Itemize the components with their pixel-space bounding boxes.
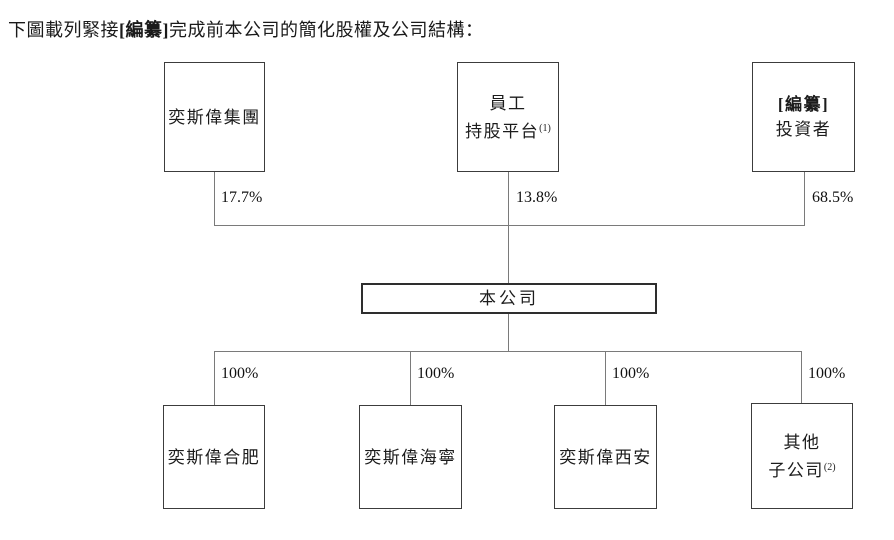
connector-vline-group: [214, 172, 215, 225]
node-yisiwei-xian: 奕斯偉西安: [554, 405, 657, 509]
node-label: 奕斯偉合肥: [167, 447, 261, 467]
node-other-subsidiaries: 其他 子公司(2): [751, 403, 853, 509]
connector-drop-xian: [605, 351, 606, 405]
ownership-label-esop: 13.8%: [516, 189, 558, 206]
connector-drop-haining: [410, 351, 411, 405]
connector-drop-other: [801, 351, 802, 405]
node-label: 奕斯偉集團: [168, 107, 261, 127]
ownership-label-hefei: 100%: [221, 365, 259, 382]
connector-vline-investors: [804, 172, 805, 225]
node-yisiwei-group: 奕斯偉集團: [164, 62, 265, 172]
node-redacted-investors: [編纂] 投資者: [752, 62, 855, 172]
footnote-marker-1: (1): [539, 122, 551, 134]
connector-drop-hefei: [214, 351, 215, 405]
ownership-label-group: 17.7%: [221, 189, 263, 206]
node-label: 本公司: [479, 289, 539, 308]
ownership-label-investors: 68.5%: [812, 189, 854, 206]
node-label: 奕斯偉海寧: [364, 447, 457, 467]
footnote-marker-2: (2): [823, 461, 836, 473]
intro-text: 下圖載列緊接[編纂]完成前本公司的簡化股權及公司結構：: [8, 16, 484, 42]
node-yisiwei-hefei: 奕斯偉合肥: [163, 405, 265, 509]
intro-suffix: 完成前本公司的簡化股權及公司結構：: [169, 20, 484, 40]
intro-prefix: 下圖載列緊接: [8, 20, 119, 40]
ownership-label-haining: 100%: [417, 365, 455, 382]
node-label: 奕斯偉西安: [559, 447, 652, 467]
node-label-line1: 員工: [489, 93, 527, 113]
node-label-line2: 子公司(2): [768, 460, 836, 480]
node-employee-shareholding-platform: 員工 持股平台(1): [457, 62, 559, 172]
ownership-label-other: 100%: [808, 365, 846, 382]
node-label-line1: 其他: [783, 432, 821, 452]
node-label-line2: 投資者: [775, 120, 832, 139]
node-label-line2: 持股平台(1): [465, 121, 551, 141]
connector-vline-company-down: [508, 313, 509, 351]
connector-vline-esop-to-company: [508, 172, 509, 283]
node-label-line1: [編纂]: [777, 95, 830, 114]
node-company: 本公司: [361, 283, 657, 314]
connector-hline-subsidiaries: [214, 351, 802, 352]
node-yisiwei-haining: 奕斯偉海寧: [359, 405, 462, 509]
redacted-label: [編纂]: [119, 20, 169, 40]
ownership-label-xian: 100%: [612, 365, 650, 382]
connector-hline-shareholders: [214, 225, 805, 226]
